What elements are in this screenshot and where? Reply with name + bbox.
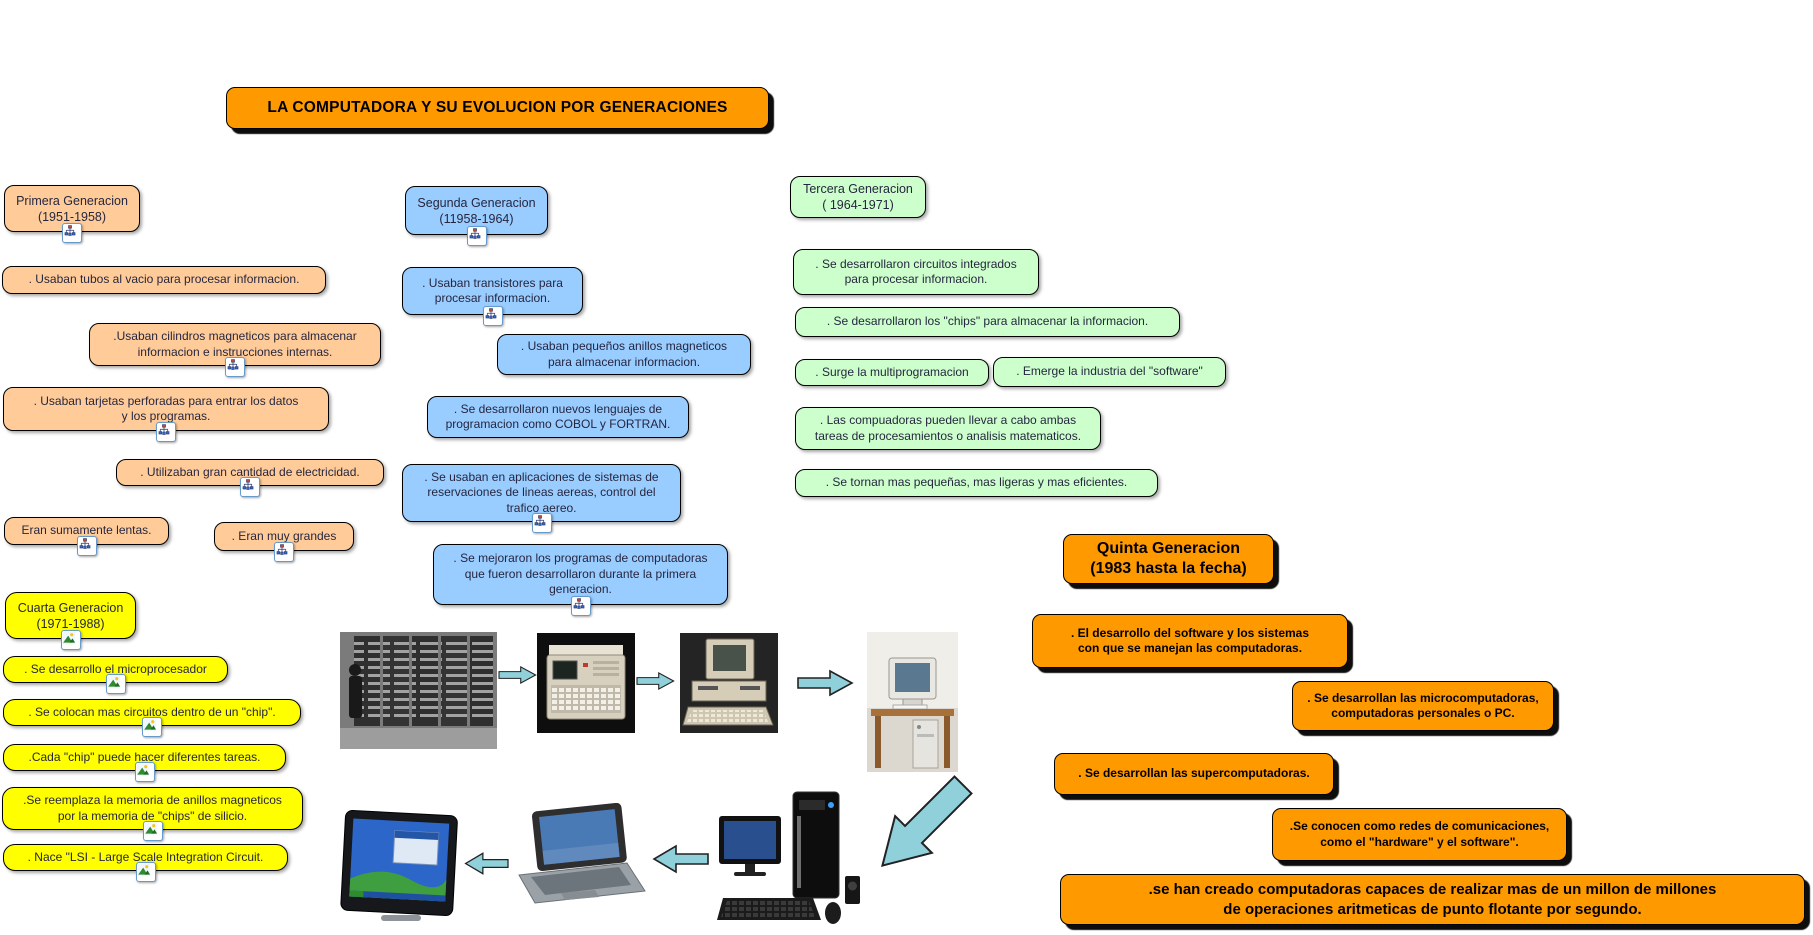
picture-attachment-icon[interactable]: [105, 674, 126, 694]
arrow-right-icon: [797, 669, 854, 697]
concept-text: . Eran muy grandes: [231, 528, 337, 543]
concept-text: . Emerge la industria del "software": [1016, 364, 1203, 379]
picture-attachment-icon[interactable]: [135, 862, 156, 882]
concept-text: . Se desarrollaron los "chips" para alma…: [826, 314, 1149, 329]
concept-cuarta-header[interactable]: Cuarta Generacion (1971-1988): [5, 592, 136, 650]
concept-map-resource-icon[interactable]: [62, 223, 82, 243]
picture-attachment-icon[interactable]: [142, 821, 163, 841]
concept-quinta-redes[interactable]: .Se conocen como redes de comunicaciones…: [1272, 808, 1567, 861]
arrow-left-icon: [464, 847, 509, 880]
concept-tercera-tareas[interactable]: . Las compuadoras pueden llevar a cabo a…: [795, 407, 1101, 450]
photo-tablet-pc: [335, 809, 464, 926]
concept-segunda-aplicaciones[interactable]: . Se usaban en aplicaciones de sistemas …: [402, 464, 681, 533]
concept-quinta-supercomputadoras[interactable]: . Se desarrollan las supercomputadoras.: [1054, 753, 1334, 795]
concept-text: . Se mejoraron los programas de computad…: [453, 551, 708, 597]
concept-map-resource-icon[interactable]: [570, 596, 591, 616]
concept-quinta-operaciones[interactable]: .se han creado computadoras capaces de r…: [1060, 874, 1805, 925]
concept-primera-header[interactable]: Primera Generacion (1951-1958): [4, 185, 140, 243]
concept-text: . Usaban tarjetas perforadas para entrar…: [33, 393, 299, 423]
picture-attachment-icon[interactable]: [134, 762, 155, 782]
concept-primera-grandes[interactable]: . Eran muy grandes: [214, 522, 354, 562]
concept-text: .Se conocen como redes de comunicaciones…: [1289, 819, 1550, 849]
concept-map-resource-icon[interactable]: [156, 422, 176, 442]
concept-tercera-pequenas[interactable]: . Se tornan mas pequeñas, mas ligeras y …: [795, 469, 1158, 497]
concept-tercera-header[interactable]: Tercera Generacion ( 1964-1971): [790, 176, 926, 218]
concept-map-resource-icon[interactable]: [466, 226, 487, 246]
concept-primera-electricidad[interactable]: . Utilizaban gran cantidad de electricid…: [116, 459, 384, 497]
concept-text: . Se colocan mas circuitos dentro de un …: [28, 704, 276, 719]
concept-cuarta-lsi[interactable]: . Nace "LSI - Large Scale Integration Ci…: [3, 844, 288, 882]
concept-text: . Las compuadoras pueden llevar a cabo a…: [814, 413, 1082, 443]
photo-crt-monitor-on-desk: [867, 632, 958, 772]
concept-primera-lentas[interactable]: Eran sumamente lentas.: [4, 517, 169, 556]
concept-text: . Se desarrollaron circuitos integrados …: [815, 256, 1017, 286]
concept-text: Primera Generacion (1951-1958): [16, 193, 128, 224]
concept-text: .se han creado computadoras capaces de r…: [1148, 881, 1717, 918]
concept-cuarta-microprocesador[interactable]: . Se desarrollo el microprocesador: [3, 656, 228, 694]
concept-segunda-header[interactable]: Segunda Generacion (11958-1964): [405, 186, 548, 246]
concept-primera-cilindros[interactable]: .Usaban cilindros magneticos para almace…: [89, 323, 381, 377]
map-title-text: LA COMPUTADORA Y SU EVOLUCION POR GENERA…: [267, 99, 728, 117]
concept-text: . Se tornan mas pequeñas, mas ligeras y …: [825, 475, 1128, 490]
concept-map-resource-icon[interactable]: [76, 536, 97, 556]
concept-primera-tarjetas[interactable]: . Usaban tarjetas perforadas para entrar…: [3, 387, 329, 442]
concept-cuarta-chip-tareas[interactable]: .Cada "chip" puede hacer diferentes tare…: [3, 744, 286, 782]
concept-text: Tercera Generacion ( 1964-1971): [803, 182, 913, 212]
picture-attachment-icon[interactable]: [142, 717, 162, 737]
concept-segunda-anillos[interactable]: . Usaban pequeños anillos magneticos par…: [497, 334, 751, 375]
concept-map-resource-icon[interactable]: [225, 357, 245, 377]
concept-map-resource-icon[interactable]: [240, 477, 260, 497]
concept-text: . Usaban tubos al vacio para procesar in…: [28, 272, 300, 287]
concept-text: . Se desarrollaron nuevos lenguajes de p…: [445, 401, 671, 431]
concept-text: Cuarta Generacion (1971-1988): [17, 600, 124, 631]
concept-tercera-chips[interactable]: . Se desarrollaron los "chips" para alma…: [795, 307, 1180, 337]
concept-map-resource-icon[interactable]: [531, 513, 552, 533]
concept-text: . Usaban pequeños anillos magneticos par…: [520, 339, 728, 369]
concept-text: . Se usaban en aplicaciones de sistemas …: [424, 469, 659, 515]
concept-text: . El desarrollo del software y los siste…: [1070, 625, 1310, 655]
concept-tercera-multiprogramacion[interactable]: . Surge la multiprogramacion: [795, 359, 989, 386]
concept-text: . Utilizaban gran cantidad de electricid…: [140, 464, 360, 479]
picture-attachment-icon[interactable]: [60, 630, 81, 650]
concept-segunda-programas[interactable]: . Se mejoraron los programas de computad…: [433, 544, 728, 616]
concept-text: .Cada "chip" puede hacer diferentes tare…: [28, 749, 261, 764]
concept-text: . Se desarrollan las supercomputadoras.: [1078, 766, 1310, 781]
concept-tercera-software[interactable]: . Emerge la industria del "software": [993, 357, 1226, 387]
concept-segunda-transistores[interactable]: . Usaban transistores para procesar info…: [402, 267, 583, 326]
arrow-right-icon: [636, 667, 675, 695]
photo-laptop-computer: [509, 803, 649, 909]
photo-portable-computer: [537, 633, 635, 733]
concept-segunda-lenguajes[interactable]: . Se desarrollaron nuevos lenguajes de p…: [427, 396, 689, 438]
concept-text: .Se reemplaza la memoria de anillos magn…: [23, 793, 282, 823]
concept-text: . Se desarrollan las microcomputadoras, …: [1307, 690, 1539, 720]
concept-tercera-circuitos[interactable]: . Se desarrollaron circuitos integrados …: [793, 249, 1039, 295]
concept-quinta-header[interactable]: Quinta Generacion (1983 hasta la fecha): [1063, 534, 1274, 584]
photo-first-generation-mainframe: [340, 632, 497, 749]
concept-text: Quinta Generacion (1983 hasta la fecha): [1090, 539, 1247, 577]
concept-text: Segunda Generacion (11958-1964): [417, 195, 536, 226]
concept-text: . Usaban transistores para procesar info…: [422, 275, 563, 305]
concept-text: Eran sumamente lentas.: [21, 523, 152, 538]
arrow-right-icon: [498, 661, 537, 689]
concept-cuarta-memoria-silicio[interactable]: .Se reemplaza la memoria de anillos magn…: [2, 787, 303, 841]
arrow-left-icon: [652, 842, 709, 876]
concept-text: . Surge la multiprogramacion: [815, 364, 969, 379]
concept-quinta-microcomputadoras[interactable]: . Se desarrollan las microcomputadoras, …: [1292, 681, 1554, 731]
concept-cuarta-circuitos-chip[interactable]: . Se colocan mas circuitos dentro de un …: [3, 699, 301, 737]
map-title: LA COMPUTADORA Y SU EVOLUCION POR GENERA…: [226, 87, 769, 129]
concept-map-resource-icon[interactable]: [274, 542, 294, 562]
concept-quinta-software[interactable]: . El desarrollo del software y los siste…: [1032, 614, 1348, 668]
concept-text: . Se desarrollo el microprocesador: [24, 661, 207, 676]
concept-text: . Nace "LSI - Large Scale Integration Ci…: [27, 849, 264, 864]
concept-primera-tubos-vacio[interactable]: . Usaban tubos al vacio para procesar in…: [2, 266, 326, 294]
concept-map-resource-icon[interactable]: [482, 306, 503, 326]
concept-text: .Usaban cilindros magneticos para almace…: [113, 329, 357, 359]
arrow-down-left-icon: [876, 770, 973, 882]
photo-ibm-pc-desktop: [680, 633, 778, 733]
photo-modern-tower-desktop: [717, 786, 862, 932]
